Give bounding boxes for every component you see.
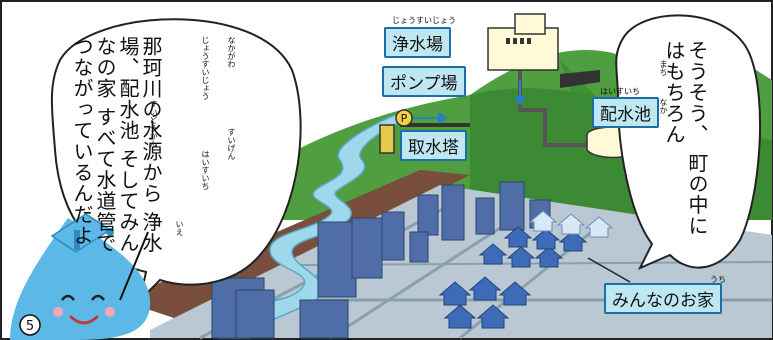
- label-jousuijou-ruby: じょうすいじょう: [392, 16, 456, 25]
- speech-left-line-3: そしてみんなの家: [93, 36, 140, 254]
- label-haisuichi: 配水池: [592, 97, 659, 128]
- pump-marker: [395, 109, 413, 127]
- speech-right-line-2: 町の中にはもちろん: [662, 40, 709, 237]
- ruby-nakagawa: なかがわ: [227, 36, 236, 68]
- label-haisuichi-ruby: はいすいち: [600, 87, 640, 96]
- ruby-haisuichi: はいすいち: [201, 150, 210, 190]
- speech-left-line-2: 浄水場、配水池: [116, 36, 163, 254]
- ruby-naka: なか: [659, 98, 668, 114]
- houses: [438, 226, 588, 329]
- buildings: [211, 181, 551, 339]
- speech-right-text: そうそう、 町の中にはもちろん: [662, 40, 709, 250]
- ruby-machi: まち: [659, 60, 668, 76]
- panel-number-badge: [19, 314, 41, 336]
- ruby-suigen: すいげん: [227, 128, 236, 160]
- speech-left-line-4: すべて水道管で: [93, 106, 117, 254]
- ruby-jousuijou: じょうすいじょう: [201, 36, 210, 100]
- pump-marker-letter: P: [401, 112, 408, 125]
- speech-right-line-1: そうそう、: [685, 40, 709, 145]
- speech-left-line-5: つながっているんだよ: [70, 36, 94, 246]
- houses-light: [528, 210, 614, 238]
- ruby-suidoukan: すいどうかん: [149, 100, 158, 148]
- water-drop-mascot: [10, 213, 151, 340]
- label-jousuijou: 浄水場: [384, 27, 451, 58]
- label-houses-ruby: うち: [710, 275, 726, 284]
- speech-balloon-left: [50, 18, 302, 304]
- label-shusuitou: 取水塔: [400, 130, 467, 161]
- speech-left-text: 那珂川の水源から 浄水場、配水池 そしてみんなの家 すべて水道管で つながってい…: [70, 36, 163, 256]
- water-treatment-plant: [487, 13, 600, 88]
- label-houses: みんなのお家: [604, 283, 722, 314]
- speech-left-line-1: 那珂川の水源から: [139, 36, 163, 204]
- label-pump: ポンプ場: [382, 66, 466, 97]
- panel-number: 5: [26, 319, 34, 334]
- intake-tower: [379, 124, 395, 154]
- ruby-ie: いえ: [175, 220, 184, 236]
